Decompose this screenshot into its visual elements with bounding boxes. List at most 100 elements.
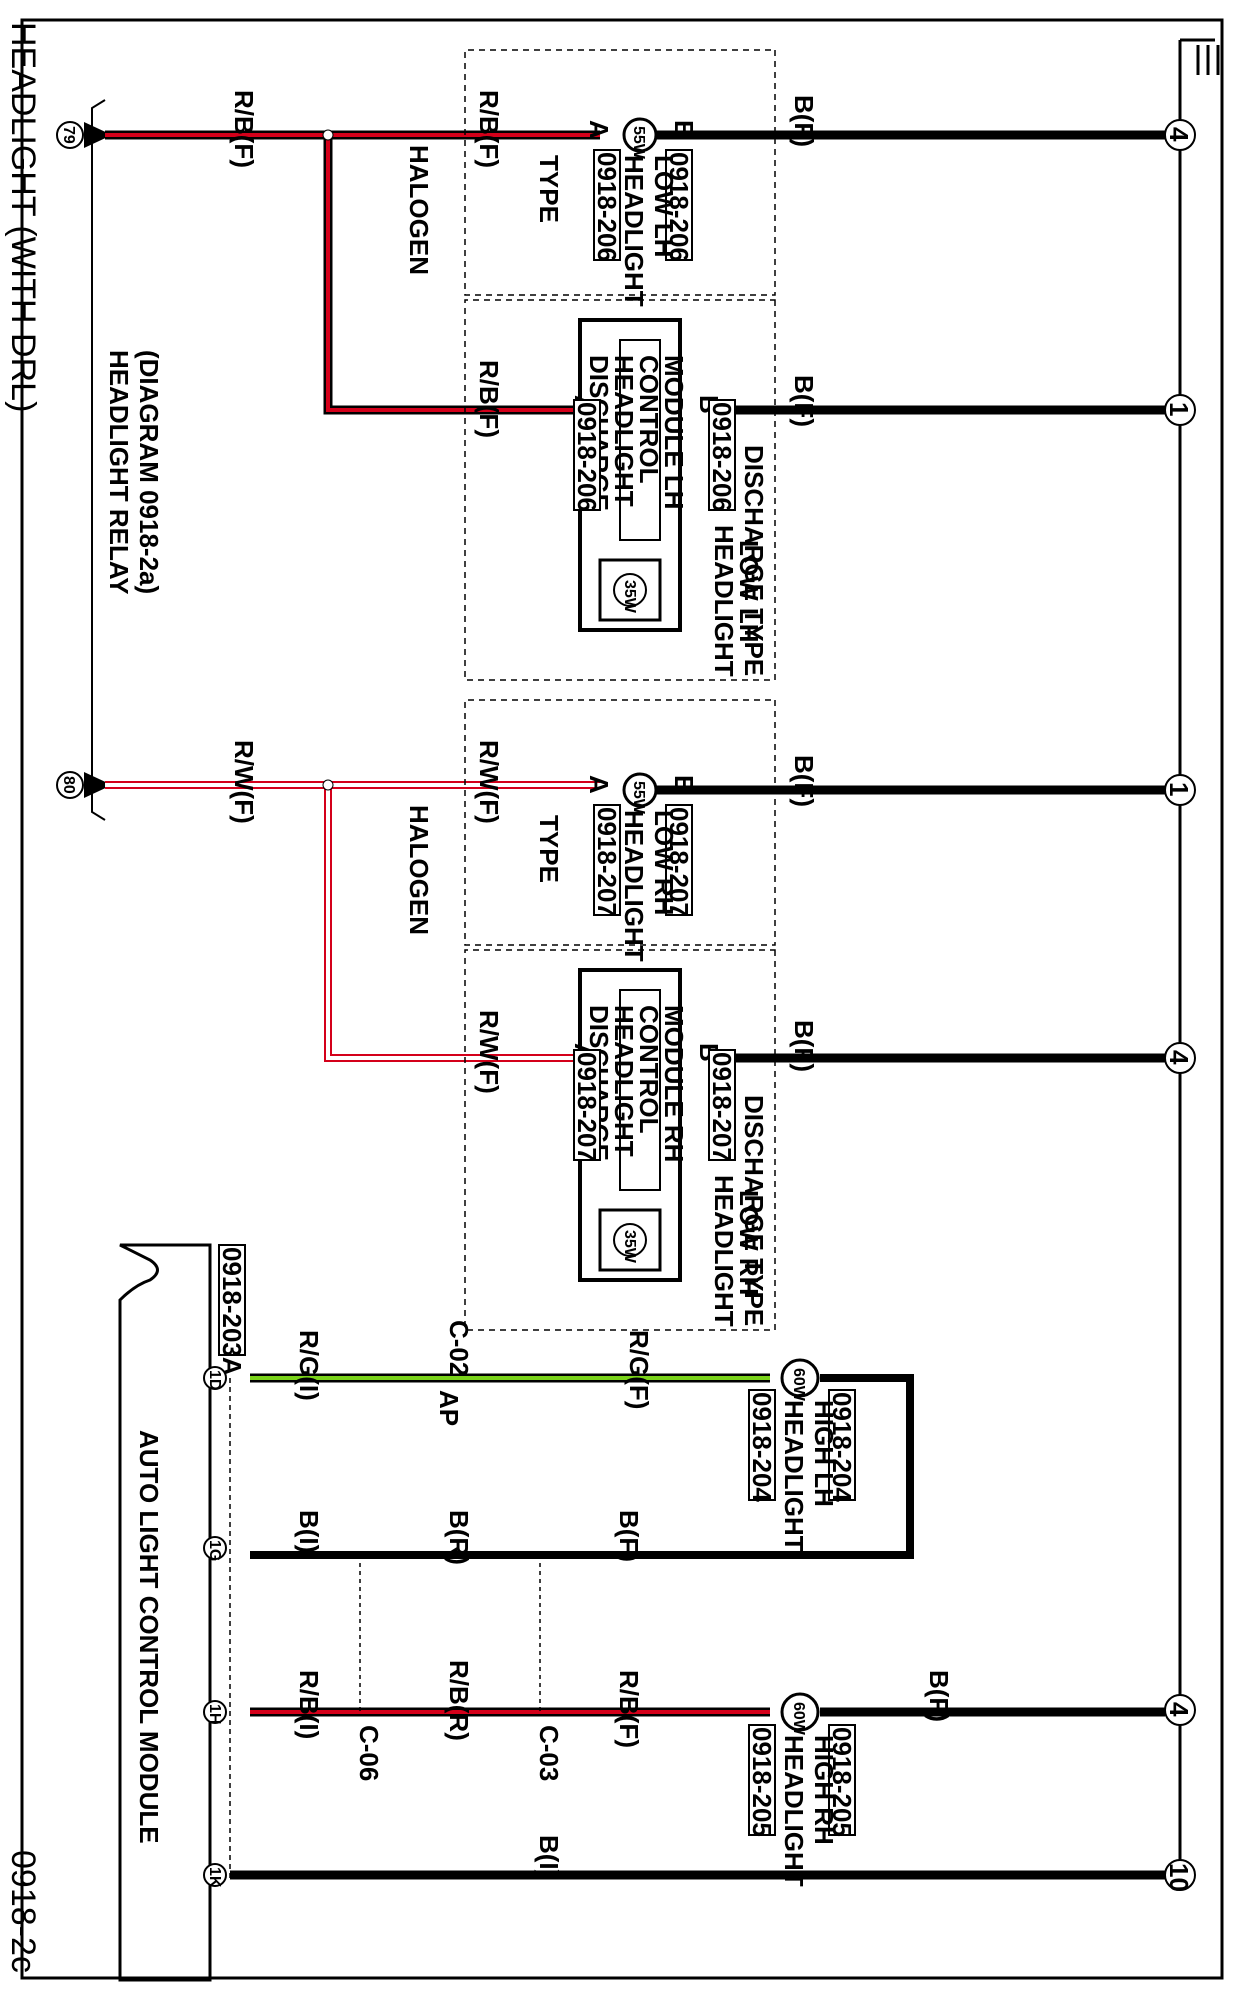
svg-text:0918-205: 0918-205 <box>827 1727 857 1837</box>
svg-text:CONTROL: CONTROL <box>634 355 664 484</box>
svg-text:35W: 35W <box>621 580 638 614</box>
svg-text:0918-207: 0918-207 <box>664 807 694 917</box>
svg-text:4: 4 <box>1164 127 1194 142</box>
svg-text:DISCHARGE TYPE: DISCHARGE TYPE <box>739 1095 769 1326</box>
svg-text:0918-206: 0918-206 <box>707 402 737 512</box>
svg-text:HEADLIGHT: HEADLIGHT <box>779 1735 809 1887</box>
svg-text:4: 4 <box>1164 1702 1194 1717</box>
high-lh-bulb: 60W 0918-204 0918-204 HEADLIGHT HIGH LH <box>250 1358 914 1559</box>
svg-text:R/G(I): R/G(I) <box>294 1330 324 1401</box>
svg-text:HEADLIGHT RELAY: HEADLIGHT RELAY <box>104 350 134 595</box>
svg-text:R/B(R): R/B(R) <box>444 1660 474 1741</box>
bulb-icon <box>622 117 658 153</box>
svg-text:R/B(F): R/B(F) <box>474 360 504 438</box>
svg-text:HEADLIGHT: HEADLIGHT <box>709 525 739 677</box>
svg-text:C-06: C-06 <box>354 1725 384 1781</box>
svg-text:55W: 55W <box>630 126 647 160</box>
svg-text:80: 80 <box>60 776 77 794</box>
svg-text:R/B(F): R/B(F) <box>614 1670 644 1748</box>
svg-text:DISCHARGE TYPE: DISCHARGE TYPE <box>739 445 769 676</box>
svg-text:B(F): B(F) <box>789 1020 819 1072</box>
svg-text:0918-203A: 0918-203A <box>217 1247 247 1376</box>
svg-text:0918-206: 0918-206 <box>664 152 694 262</box>
svg-text:B(I): B(I) <box>294 1510 324 1553</box>
wire-rw-rh: R/W(F) R/W(F) R/W(F) <box>105 740 600 1094</box>
svg-text:C-02: C-02 <box>444 1320 474 1376</box>
svg-text:HALOGEN: HALOGEN <box>404 145 434 275</box>
bulb-icon <box>780 1692 820 1732</box>
svg-text:0918-207: 0918-207 <box>707 1052 737 1162</box>
svg-text:R/G(F): R/G(F) <box>624 1330 654 1409</box>
svg-text:HIGH RH: HIGH RH <box>809 1735 839 1845</box>
auto-light-control-module: AUTO LIGHT CONTROL MODULE 0918-203A 1D 1… <box>118 1243 247 1982</box>
lh-halogen-group: 55W A B 0918-206 0918-206 HEADLIGHT LOW … <box>404 49 776 307</box>
svg-text:B(R): B(R) <box>444 1510 474 1565</box>
svg-text:0918-204: 0918-204 <box>747 1392 777 1502</box>
svg-text:B(F): B(F) <box>789 375 819 427</box>
svg-text:B(F): B(F) <box>789 755 819 807</box>
wire-rg-high-lh: R/G(I) C-02 AP R/G(F) <box>250 1320 770 1426</box>
svg-text:B: B <box>669 775 699 794</box>
svg-text:HEADLIGHT: HEADLIGHT <box>619 155 649 307</box>
svg-text:HALOGEN: HALOGEN <box>404 805 434 935</box>
svg-text:CONTROL: CONTROL <box>634 1005 664 1134</box>
svg-text:10: 10 <box>1164 1863 1194 1892</box>
svg-text:0918-207: 0918-207 <box>592 807 622 917</box>
svg-text:1G: 1G <box>206 1540 223 1561</box>
ground-points: 4 1 1 4 4 10 <box>1164 119 1196 1892</box>
wire-b-module: B(I) B(R) B(F) <box>294 1510 644 1565</box>
svg-text:1: 1 <box>1164 402 1194 416</box>
svg-text:LOW LH: LOW LH <box>649 155 679 258</box>
svg-text:HEADLIGHT: HEADLIGHT <box>709 1175 739 1327</box>
svg-text:HEADLIGHT: HEADLIGHT <box>619 810 649 962</box>
svg-text:LOW RH: LOW RH <box>649 810 679 915</box>
svg-text:HIGH LH: HIGH LH <box>809 1400 839 1507</box>
svg-text:35W: 35W <box>621 1230 638 1264</box>
svg-text:60W: 60W <box>790 1368 807 1402</box>
svg-text:0918-207: 0918-207 <box>572 1052 602 1162</box>
svg-text:60W: 60W <box>790 1702 807 1736</box>
svg-text:1: 1 <box>1164 782 1194 796</box>
diagram-title: HEADLIGHT (WITH DRL) <box>4 22 42 412</box>
lh-discharge-group: DISCHARGE HEADLIGHT CONTROL MODULE LH 35… <box>464 299 776 681</box>
bulb-icon <box>780 1358 820 1398</box>
svg-text:C-03: C-03 <box>534 1725 564 1781</box>
wire-rb-high-rh: R/B(I) R/B(R) R/B(F) C-06 C-03 <box>250 1555 770 1781</box>
ground-bus <box>1178 38 1220 1880</box>
svg-text:(DIAGRAM 0918-2a): (DIAGRAM 0918-2a) <box>134 350 164 594</box>
svg-text:B: B <box>669 120 699 139</box>
rh-discharge-group: DISCHARGE HEADLIGHT CONTROL MODULE RH 35… <box>464 949 776 1331</box>
svg-text:TYPE: TYPE <box>534 815 564 883</box>
svg-text:HEADLIGHT: HEADLIGHT <box>609 355 639 507</box>
svg-text:A: A <box>584 775 614 794</box>
svg-text:1K: 1K <box>206 1867 223 1888</box>
rh-halogen-group: 55W A B 0918-207 0918-207 HEADLIGHT LOW … <box>404 699 776 962</box>
svg-text:A: A <box>584 120 614 139</box>
svg-text:AUTO LIGHT CONTROL MODULE: AUTO LIGHT CONTROL MODULE <box>134 1430 164 1844</box>
svg-text:HEADLIGHT: HEADLIGHT <box>609 1005 639 1157</box>
diagram-code: 0918-2c <box>4 1850 42 1973</box>
bulb-icon <box>622 772 658 808</box>
svg-text:R/W(F): R/W(F) <box>474 740 504 824</box>
svg-text:0918-206: 0918-206 <box>592 152 622 262</box>
svg-text:AP: AP <box>434 1390 464 1426</box>
svg-text:B(F): B(F) <box>924 1670 954 1722</box>
svg-text:4: 4 <box>1164 1050 1194 1065</box>
svg-text:B(F): B(F) <box>614 1510 644 1562</box>
svg-text:HEADLIGHT: HEADLIGHT <box>779 1400 809 1552</box>
wire-b-1k: B(I) <box>230 1835 1165 1880</box>
svg-text:1D: 1D <box>206 1370 223 1390</box>
wire-rb-lh: R/B(F) R/B(F) R/B(F) <box>105 90 600 438</box>
svg-text:R/B(I): R/B(I) <box>294 1670 324 1739</box>
svg-text:LOW RH: LOW RH <box>734 1190 764 1295</box>
headlight-relay: HEADLIGHT RELAY (DIAGRAM 0918-2a) 79 80 <box>56 99 164 821</box>
svg-text:B(I): B(I) <box>534 1835 564 1878</box>
svg-text:TYPE: TYPE <box>534 155 564 223</box>
svg-text:79: 79 <box>60 126 77 144</box>
ground-wire-rh: B(F) B(F) <box>650 755 1165 1072</box>
svg-text:0918-204: 0918-204 <box>827 1392 857 1502</box>
diagram-frame <box>20 18 1224 1980</box>
svg-text:MODULE RH: MODULE RH <box>659 1005 689 1162</box>
